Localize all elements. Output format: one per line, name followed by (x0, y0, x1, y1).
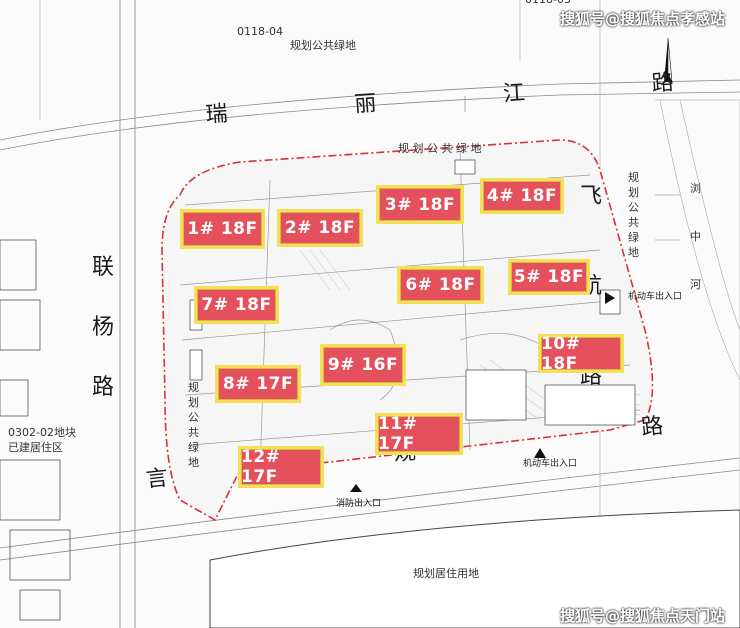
building-4: 4# 18F (480, 178, 564, 214)
watermark-top: 搜狐号@搜狐焦点孝感站 (560, 10, 726, 28)
building-3: 3# 18F (376, 185, 464, 224)
building-12: 12# 17F (238, 446, 324, 488)
service-blocks (189, 159, 636, 426)
east-entrance-arrow-icon (605, 292, 615, 304)
residential-label-left: 0302-02地块 (8, 426, 76, 439)
watermark-bottom: 搜狐号@搜狐焦点天门站 (560, 607, 726, 625)
building-2: 2# 18F (277, 209, 363, 247)
east-vehicle-entrance-label: 机动车出入口 (628, 292, 683, 302)
fire-entrance-label: 消防出入口 (336, 499, 382, 509)
green-label-top-center: 规 划 公 共 绿 地 (398, 142, 482, 155)
parcel-code-top-right: 0118-03 (525, 0, 571, 5)
road-east: 飞 航 路 (580, 184, 603, 389)
building-9: 9# 16F (320, 344, 406, 386)
parcel-code-top-left: 0118-04 (237, 25, 283, 38)
building-8: 8# 17F (215, 365, 301, 403)
road-west: 联 杨 路 (92, 255, 115, 400)
building-1: 1# 18F (180, 209, 265, 249)
building-7: 7# 18F (194, 286, 279, 324)
building-10: 10# 18F (538, 334, 624, 374)
dimension-marks (464, 96, 680, 241)
green-label-right: 规划公共绿地 (628, 171, 639, 259)
building-5: 5# 18F (508, 259, 590, 295)
green-label-top-left: 规划公共绿地 (290, 39, 356, 52)
south-vehicle-entrance-label: 机动车出入口 (523, 459, 578, 469)
building-6: 6# 18F (397, 266, 484, 304)
residential-label-left-2: 已建居住区 (8, 441, 63, 454)
north-arrow-icon (664, 37, 673, 83)
residential-label-bottom: 规划居住用地 (413, 567, 479, 580)
south-entrance-arrow-icon (534, 448, 546, 458)
existing-buildings-left (0, 239, 71, 621)
building-11: 11# 17F (375, 413, 463, 455)
fire-entrance-arrow-icon (350, 484, 362, 492)
river-label: 浏 中 河 (690, 182, 701, 291)
green-label-left: 规划公共绿地 (188, 381, 199, 469)
residential-parcel-bottom (209, 509, 740, 628)
river-edges (659, 99, 740, 381)
